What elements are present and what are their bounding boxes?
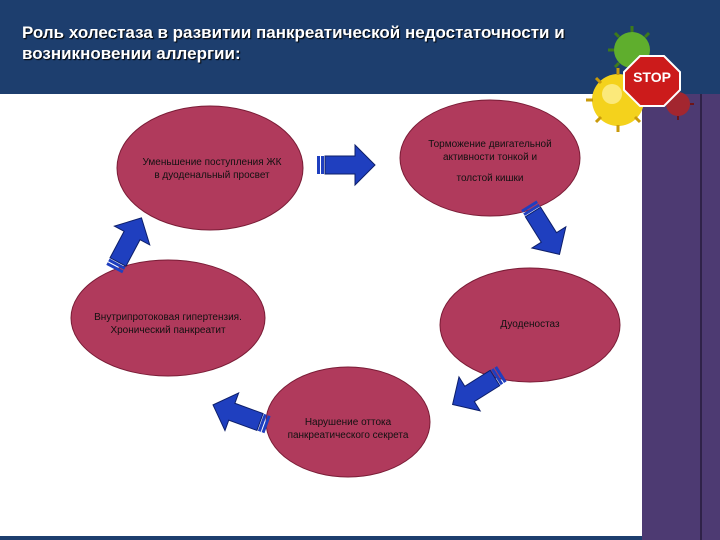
slide-header [0,0,720,94]
node-5-line-1: Внутрипротоковая гипертензия. [94,312,242,323]
virus-decoration [586,26,694,132]
node-ellipse-3 [439,267,621,383]
node-4-line-1: Нарушение оттока [304,417,392,428]
node-ellipse-1 [116,105,304,231]
node-3-text: Дуоденостаз [450,318,610,331]
node-2-line-3: толстой кишки [456,173,524,184]
node-1-line-2: в дуоденальный просвет [154,170,270,181]
stop-sign-label: STOP [633,69,671,85]
node-1-line-1: Уменьшение поступления ЖК [142,157,282,168]
node-4-text: Нарушение оттока панкреатического секрет… [262,416,434,442]
bottom-bar [0,536,642,540]
node-ellipse-5 [70,259,266,377]
node-1-text: Уменьшение поступления ЖК в дуоденальный… [117,156,307,182]
node-5-line-2: Хронический панкреатит [110,325,226,336]
sidebar-divider [700,94,702,540]
decorative-sidebar [642,94,720,540]
stop-sign-icon [623,55,681,107]
node-5-text: Внутрипротоковая гипертензия. Хронически… [70,311,266,337]
node-2-text: Торможение двигательной активности тонко… [398,138,582,185]
node-2-line-1: Торможение двигательной [428,139,552,150]
node-ellipse-2 [399,99,581,217]
arrow-1-to-2 [316,144,376,186]
node-2-line-2: активности тонкой и [442,152,538,163]
node-4-line-2: панкреатического секрета [287,430,409,441]
node-3-line-1: Дуоденостаз [500,319,560,330]
slide-title: Роль холестаза в развитии панкреатическо… [22,23,565,63]
